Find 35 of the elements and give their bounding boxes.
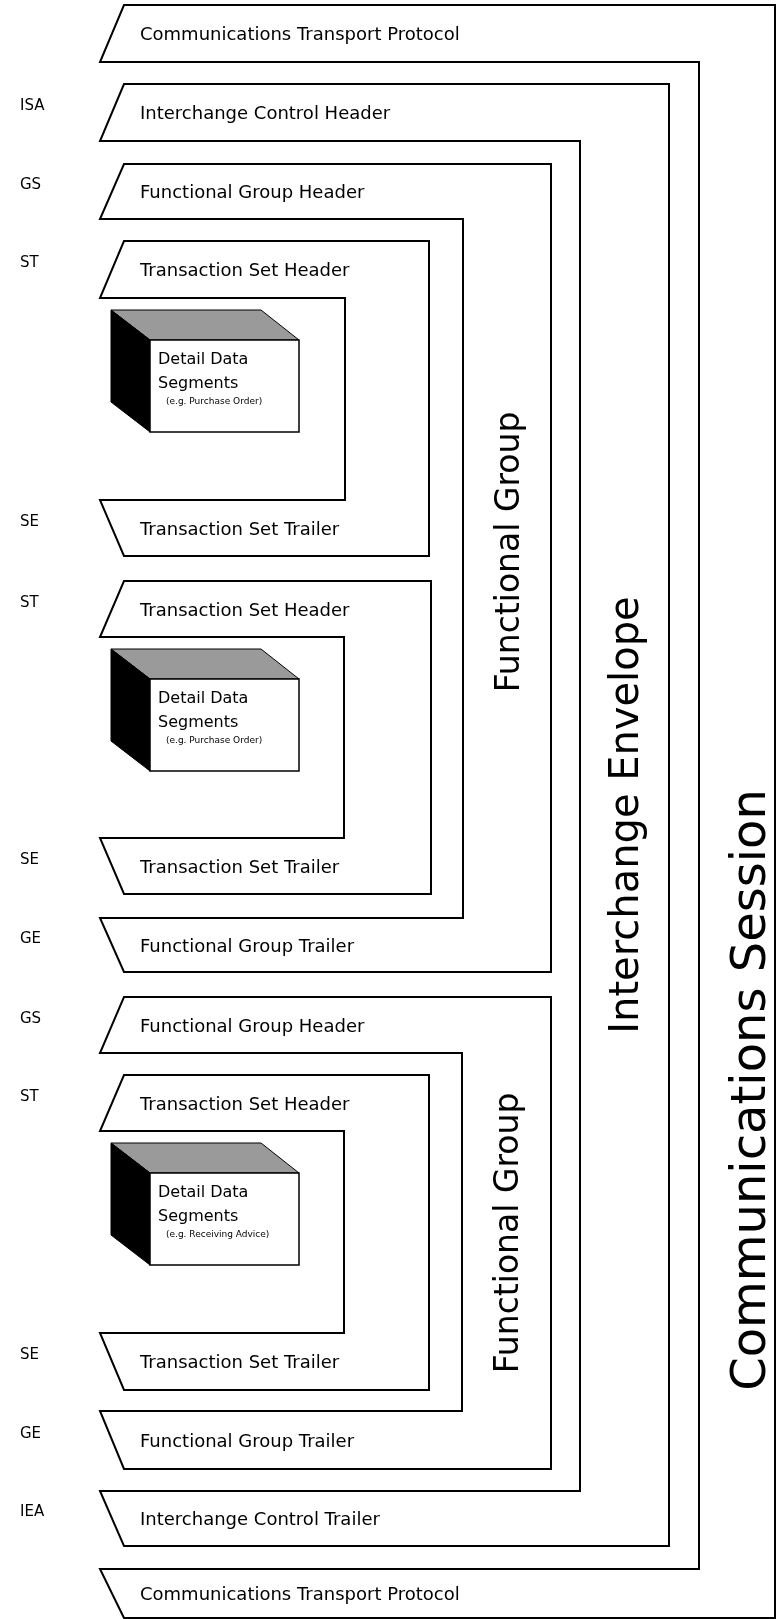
trailer-label: Interchange Control Trailer xyxy=(140,1507,380,1531)
vertical-label: Functional Group xyxy=(489,1092,523,1374)
segment-code: SE xyxy=(20,510,39,532)
header-label: Transaction Set Header xyxy=(140,258,350,282)
cube-label: Detail Data Segments xyxy=(157,687,250,733)
header-label: Transaction Set Header xyxy=(140,1091,350,1116)
trailer-label: Transaction Set Trailer xyxy=(140,1350,340,1374)
segment-code: SE xyxy=(20,848,39,870)
vertical-label: Communications Session xyxy=(724,789,772,1391)
cube-note: (e.g. Purchase Order) xyxy=(165,734,264,746)
segment-code: ST xyxy=(20,1085,39,1107)
header-label: Functional Group Header xyxy=(140,1013,365,1038)
cube-label: Detail Data Segments xyxy=(157,348,250,394)
segment-code: GS xyxy=(20,1007,42,1029)
header-label: Transaction Set Header xyxy=(140,597,350,622)
cube-note: (e.g. Receiving Advice) xyxy=(165,1228,271,1240)
segment-code: ST xyxy=(20,591,39,613)
segment-code: SE xyxy=(20,1344,39,1366)
trailer-label: Communications Transport Protocol xyxy=(140,1582,460,1606)
header-label: Interchange Control Header xyxy=(140,101,391,125)
segment-code: ISA xyxy=(20,95,45,117)
trailer-label: Functional Group Trailer xyxy=(140,933,355,958)
trailer-label: Functional Group Trailer xyxy=(140,1428,355,1453)
segment-code: GS xyxy=(20,174,42,196)
segment-code: GE xyxy=(20,1422,42,1444)
cube-label: Detail Data Segments xyxy=(157,1181,250,1227)
cube-note: (e.g. Purchase Order) xyxy=(165,395,264,407)
trailer-label: Transaction Set Trailer xyxy=(140,516,340,541)
segment-code: IEA xyxy=(20,1501,45,1523)
segment-code: ST xyxy=(20,252,39,274)
vertical-label: Functional Group xyxy=(490,411,524,693)
header-label: Functional Group Header xyxy=(140,180,365,204)
trailer-label: Transaction Set Trailer xyxy=(140,854,340,879)
header-label: Communications Transport Protocol xyxy=(140,22,460,46)
segment-code: GE xyxy=(20,927,42,949)
